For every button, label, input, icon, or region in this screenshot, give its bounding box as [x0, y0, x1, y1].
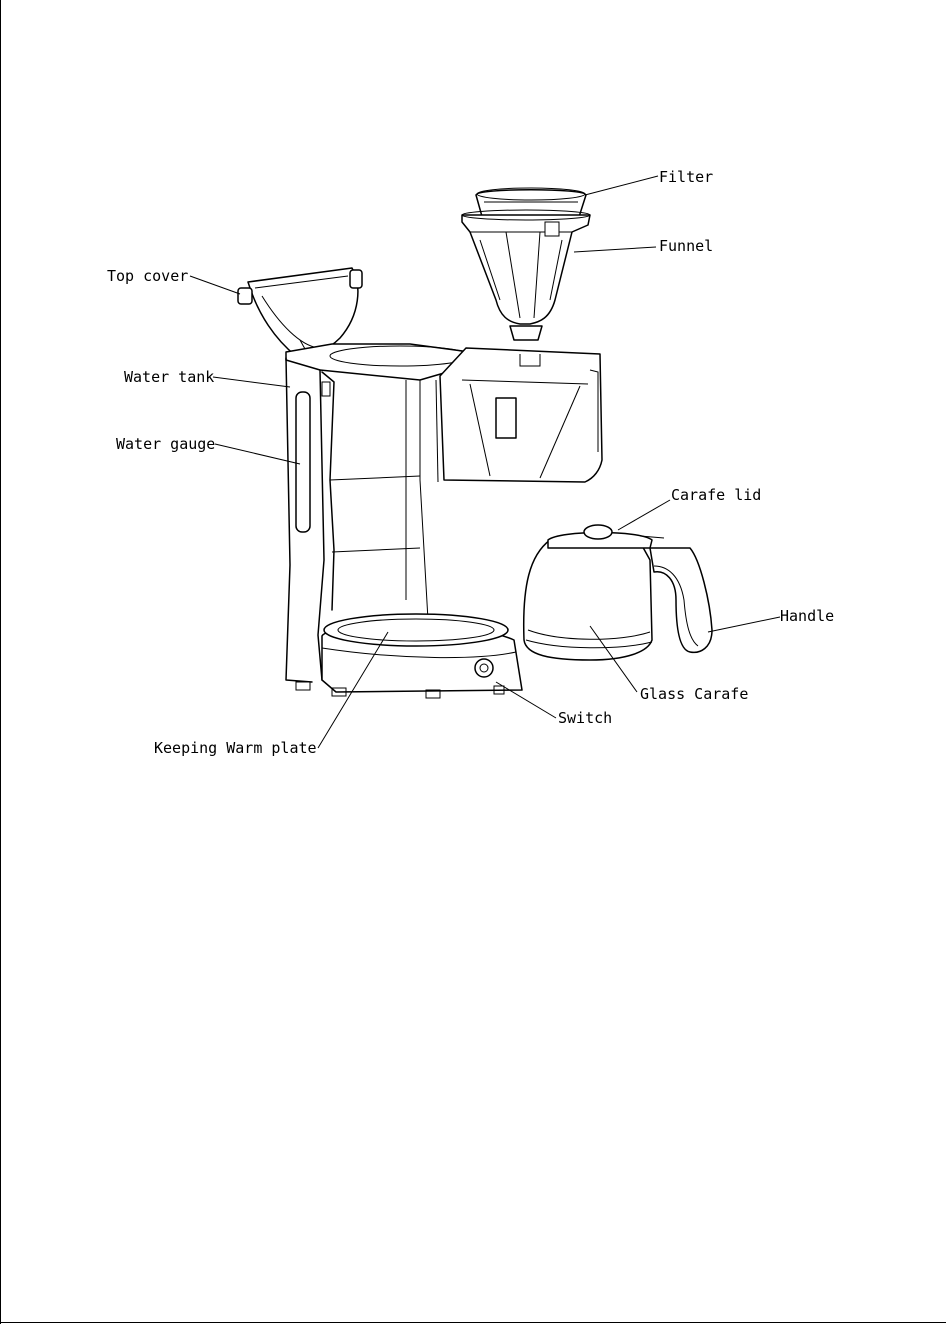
base-part	[296, 614, 522, 698]
label-keeping-warm-plate: Keeping Warm plate	[154, 739, 317, 757]
label-glass-carafe: Glass Carafe	[640, 685, 748, 703]
label-carafe-lid: Carafe lid	[671, 486, 761, 504]
funnel-holder	[440, 348, 602, 482]
label-funnel: Funnel	[659, 237, 713, 255]
label-filter: Filter	[659, 168, 713, 186]
label-water-gauge: Water gauge	[116, 435, 215, 453]
glass-carafe-part	[524, 525, 712, 660]
funnel-part	[462, 210, 590, 340]
label-switch: Switch	[558, 709, 612, 727]
label-water-tank: Water tank	[124, 368, 214, 386]
label-top-cover: Top cover	[107, 267, 188, 285]
label-handle: Handle	[780, 607, 834, 625]
